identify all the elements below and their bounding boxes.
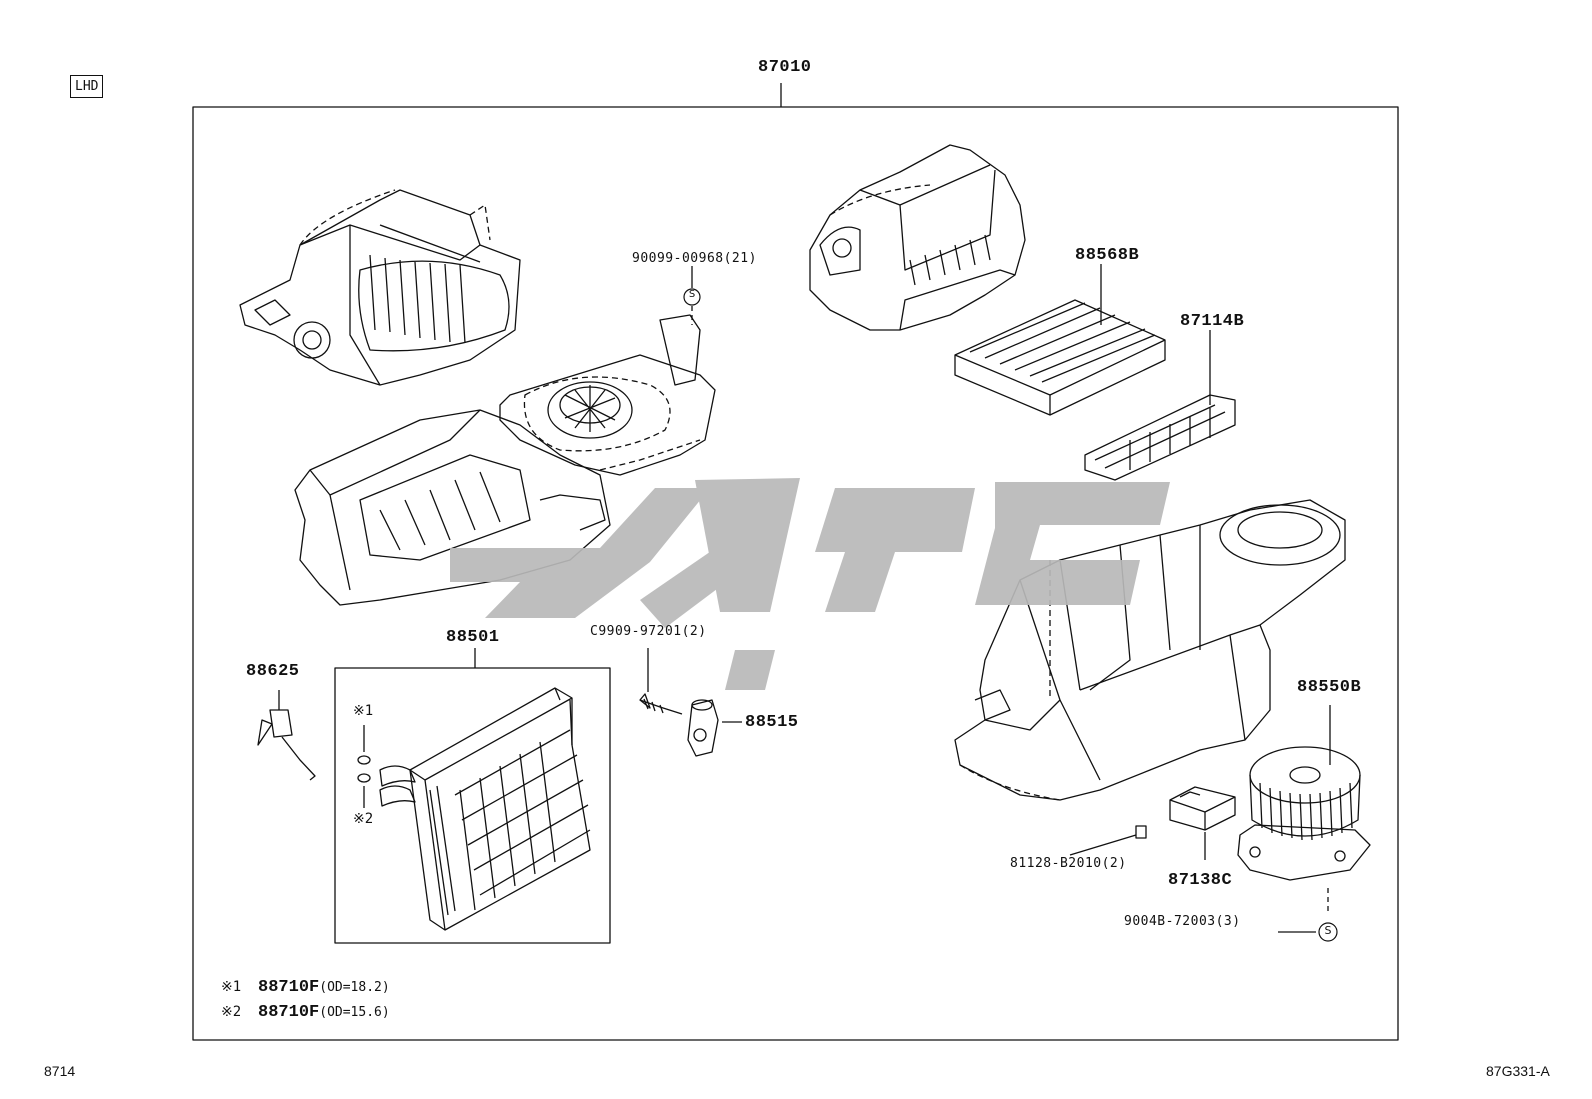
part-label-valve-screw[interactable]: C9909-97201(2) bbox=[590, 624, 707, 639]
cabin-air-filter bbox=[954, 299, 1166, 416]
footnote-2-part[interactable]: 88710F bbox=[258, 1003, 320, 1022]
figure-id: 87G331-A bbox=[1486, 1063, 1550, 1079]
blower-resistor bbox=[1169, 786, 1236, 831]
assembly-frame bbox=[192, 106, 1399, 1041]
footnote-1-part[interactable]: 88710F bbox=[258, 978, 320, 997]
screw-bottom-s: S bbox=[1324, 924, 1332, 937]
evaporator-box bbox=[334, 667, 611, 944]
part-label-screw-bottom[interactable]: 9004B-72003(3) bbox=[1124, 914, 1241, 929]
footnote-1: ※1 88710F(OD=18.2) bbox=[221, 978, 390, 997]
part-label-filter[interactable]: 88568B bbox=[1075, 246, 1140, 265]
watermark bbox=[450, 478, 1170, 690]
blower-case-upper bbox=[809, 144, 1026, 331]
page-reference: 8714 bbox=[44, 1063, 76, 1079]
part-label-screw-top[interactable]: 90099-00968(21) bbox=[632, 251, 757, 266]
footnote-2: ※2 88710F(OD=15.6) bbox=[221, 1003, 390, 1022]
heater-case-lower bbox=[294, 314, 716, 606]
o-ring-mark-1: ※1 bbox=[353, 703, 374, 719]
footnote-1-spec: (OD=18.2) bbox=[319, 980, 390, 995]
footnote-1-mark: ※1 bbox=[221, 979, 242, 995]
footnote-2-spec: (OD=15.6) bbox=[319, 1005, 390, 1020]
screw-top-symbol bbox=[683, 288, 701, 306]
part-label-expansion-valve[interactable]: 88515 bbox=[745, 713, 799, 732]
screw-top-s: S bbox=[688, 289, 696, 300]
footnote-2-mark: ※2 bbox=[221, 1004, 242, 1020]
heater-case-upper bbox=[239, 189, 521, 386]
part-label-clip[interactable]: 81128-B2010(2) bbox=[1010, 856, 1127, 871]
part-label-evaporator[interactable]: 88501 bbox=[446, 628, 500, 647]
temperature-sensor bbox=[257, 690, 316, 781]
o-rings bbox=[357, 725, 371, 808]
part-label-blower-motor[interactable]: 88550B bbox=[1297, 678, 1362, 697]
blower-case-lower bbox=[954, 499, 1346, 801]
filter-cover bbox=[1084, 394, 1236, 481]
lhd-label: LHD bbox=[70, 75, 104, 98]
expansion-valve bbox=[639, 693, 719, 757]
blower-motor bbox=[1237, 746, 1371, 881]
screw-symbols bbox=[683, 288, 1338, 942]
screw-bottom-symbol bbox=[1318, 922, 1338, 942]
part-label-resistor[interactable]: 87138C bbox=[1168, 871, 1233, 890]
assembly-number[interactable]: 87010 bbox=[758, 58, 812, 77]
part-label-filter-cover[interactable]: 87114B bbox=[1180, 312, 1245, 331]
evaporator-core bbox=[379, 687, 591, 931]
o-ring-mark-2: ※2 bbox=[353, 811, 374, 827]
clip bbox=[1135, 825, 1147, 839]
part-label-temp-sensor[interactable]: 88625 bbox=[246, 662, 300, 681]
clip-leader bbox=[1069, 834, 1137, 856]
